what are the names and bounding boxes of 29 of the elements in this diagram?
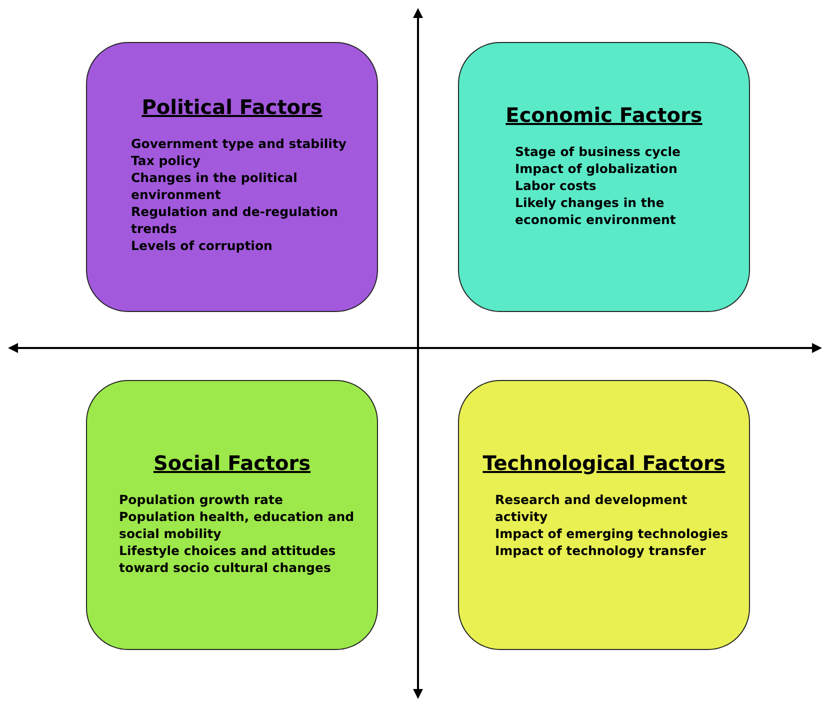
quadrant-card [86, 380, 378, 650]
bullet-item: Population health, education and [119, 508, 354, 525]
bullet-item: Labor costs [515, 177, 596, 194]
bullet-item: Levels of corruption [131, 237, 272, 254]
bullet-item: Tax policy [131, 152, 200, 169]
bullet-item: Impact of globalization [515, 160, 678, 177]
bullet-item: toward socio cultural changes [119, 559, 331, 576]
bullet-item: Lifestyle choices and attitudes [119, 542, 336, 559]
bullet-item: economic environment [515, 211, 676, 228]
bullet-item: Government type and stability [131, 135, 347, 152]
card-heading: Political Factors [142, 95, 322, 119]
bullet-item: Changes in the political [131, 169, 298, 186]
bullet-item: Impact of technology transfer [495, 542, 706, 559]
bullet-item: Regulation and de-regulation [131, 203, 338, 220]
bullet-item: Population growth rate [119, 491, 283, 508]
quadrant-card [86, 42, 378, 312]
bullet-item: environment [131, 186, 221, 203]
bullet-item: Impact of emerging technologies [495, 525, 728, 542]
bullet-item: activity [495, 508, 548, 525]
quadrant-card [458, 42, 750, 312]
card-heading: Technological Factors [482, 451, 726, 475]
bullet-item: Stage of business cycle [515, 143, 680, 160]
bullet-item: Likely changes in the [515, 194, 664, 211]
card-heading: Economic Factors [506, 103, 702, 127]
bullet-item: social mobility [119, 525, 222, 542]
bullet-item: Research and development [495, 491, 688, 508]
quadrant-card [458, 380, 750, 650]
bullet-item: trends [131, 220, 177, 237]
card-heading: Social Factors [153, 451, 311, 475]
